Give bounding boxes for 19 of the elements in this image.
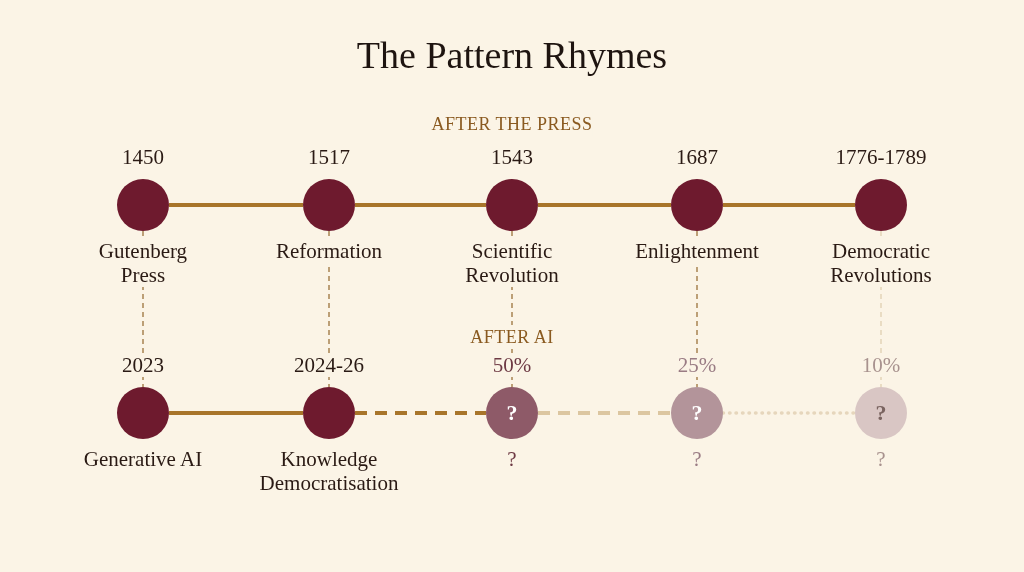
milestone-circle (486, 179, 538, 231)
milestone-circle (117, 179, 169, 231)
milestone-circle (855, 179, 907, 231)
timeline-line (355, 203, 486, 207)
timeline-line (169, 411, 303, 415)
timeline-line (721, 411, 857, 415)
milestone-circle (117, 387, 169, 439)
milestone-circle (671, 179, 723, 231)
unknown-milestone-circle: ? (855, 387, 907, 439)
milestone-circle (303, 387, 355, 439)
unknown-milestone-circle: ? (486, 387, 538, 439)
timeline-line (723, 203, 855, 207)
timeline-line (538, 203, 671, 207)
timeline-line (169, 203, 303, 207)
timeline-line (538, 411, 671, 415)
milestone-circle (303, 179, 355, 231)
unknown-milestone-circle: ? (671, 387, 723, 439)
section-heading: AFTER AI (470, 325, 554, 349)
timeline-line (355, 411, 486, 415)
